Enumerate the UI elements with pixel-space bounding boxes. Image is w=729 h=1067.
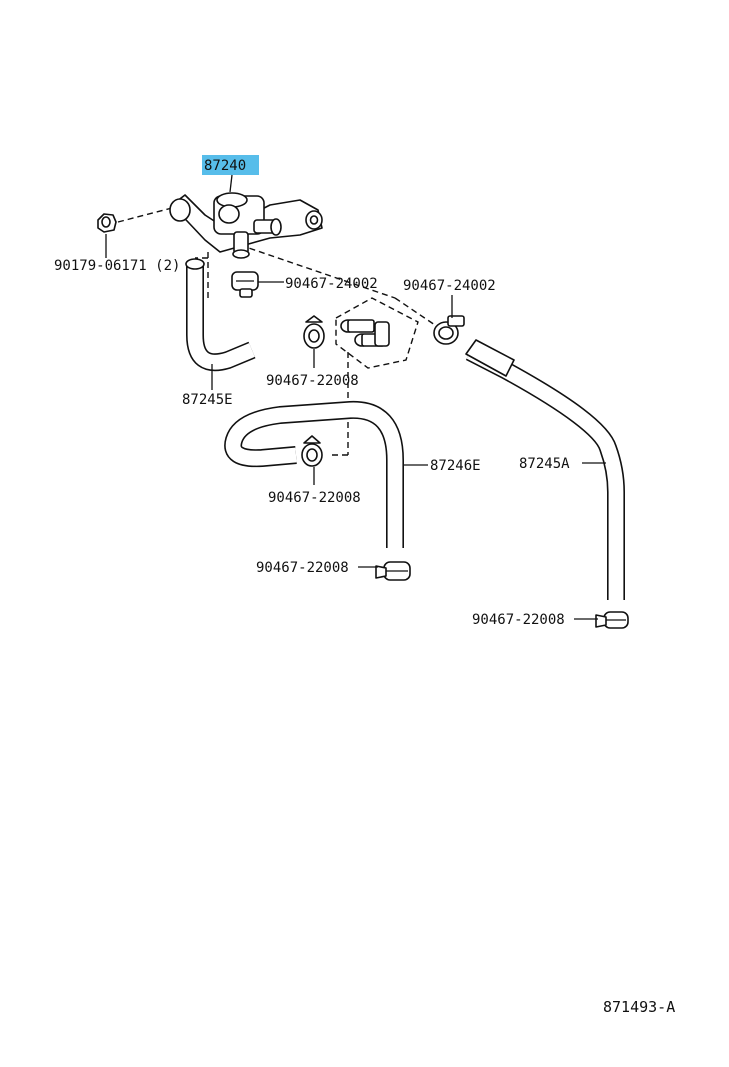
part-label-87245A[interactable]: 87245A: [519, 456, 570, 472]
leader-line-87240: [229, 174, 233, 193]
part-label-90179-06171[interactable]: 90179-06171 (2): [54, 258, 180, 274]
pipe-fitting-part[interactable]: [335, 297, 419, 369]
part-label-90467-24002-a[interactable]: 90467-24002: [285, 276, 378, 292]
hose-clamp-part-90467-24002-b[interactable]: [433, 315, 465, 345]
hose-part-87245E[interactable]: [185, 258, 256, 372]
part-label-87246E[interactable]: 87246E: [430, 458, 481, 474]
diagram-id: 871493-A: [603, 998, 675, 1016]
hose-part-87245A[interactable]: [465, 339, 625, 600]
hose-clamp-part-90467-22008-c[interactable]: [375, 561, 411, 581]
part-label-87245E[interactable]: 87245E: [182, 392, 233, 408]
hose-clamp-part-90467-22008-d[interactable]: [595, 611, 629, 629]
part-label-highlight: [202, 155, 259, 175]
part-label-90467-22008-a[interactable]: 90467-22008: [266, 373, 359, 389]
part-label-87240[interactable]: 87240: [204, 158, 246, 174]
part-label-90467-22008-b[interactable]: 90467-22008: [268, 490, 361, 506]
hose-clamp-part-90467-22008-a[interactable]: [303, 315, 325, 349]
part-label-90467-24002-b[interactable]: 90467-24002: [403, 278, 496, 294]
nut-part-90179-06171[interactable]: [97, 213, 117, 233]
hose-clamp-part-90467-22008-b[interactable]: [301, 435, 323, 467]
hose-part-87246E[interactable]: [224, 400, 404, 548]
water-valve-part-87240[interactable]: [169, 192, 323, 259]
part-label-90467-22008-d[interactable]: 90467-22008: [472, 612, 565, 628]
part-label-90467-22008-c[interactable]: 90467-22008: [256, 560, 349, 576]
hose-clamp-part-90467-24002-a[interactable]: [231, 271, 259, 298]
